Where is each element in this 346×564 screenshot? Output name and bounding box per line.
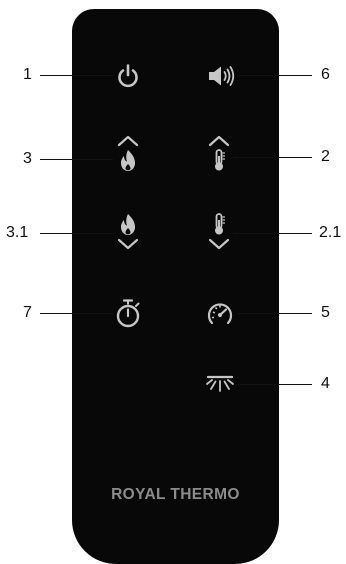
callout-7: 7 [23,304,32,321]
leader-line-5 [238,313,312,315]
leader-line-7 [40,313,113,315]
remote-body [72,9,279,564]
speedometer-icon[interactable] [205,300,235,328]
leader-line-3-1 [40,233,113,235]
callout-4: 4 [321,375,330,392]
thermometer-up-icon[interactable] [205,135,233,173]
speaker-icon[interactable] [207,64,237,88]
thermometer-down-icon[interactable] [205,212,233,252]
timer-icon[interactable] [114,298,142,330]
callout-2: 2 [321,148,330,165]
flame-down-icon[interactable] [114,212,142,252]
callout-1: 1 [23,66,32,83]
power-icon[interactable] [114,62,142,90]
callout-6: 6 [321,66,330,83]
callout-2-1: 2.1 [319,224,342,241]
leader-line-3 [40,159,113,161]
callout-3-1: 3.1 [6,224,29,241]
leader-line-2 [233,157,312,159]
leader-line-2-1 [233,233,312,235]
leader-line-6 [238,75,312,77]
leader-line-4 [238,384,312,386]
callout-3: 3 [23,150,32,167]
callout-5: 5 [321,304,330,321]
light-icon[interactable] [205,374,235,394]
leader-line-1 [40,75,113,77]
flame-up-icon[interactable] [114,135,142,173]
brand-logo-text: ROYAL THERMO [111,486,240,503]
